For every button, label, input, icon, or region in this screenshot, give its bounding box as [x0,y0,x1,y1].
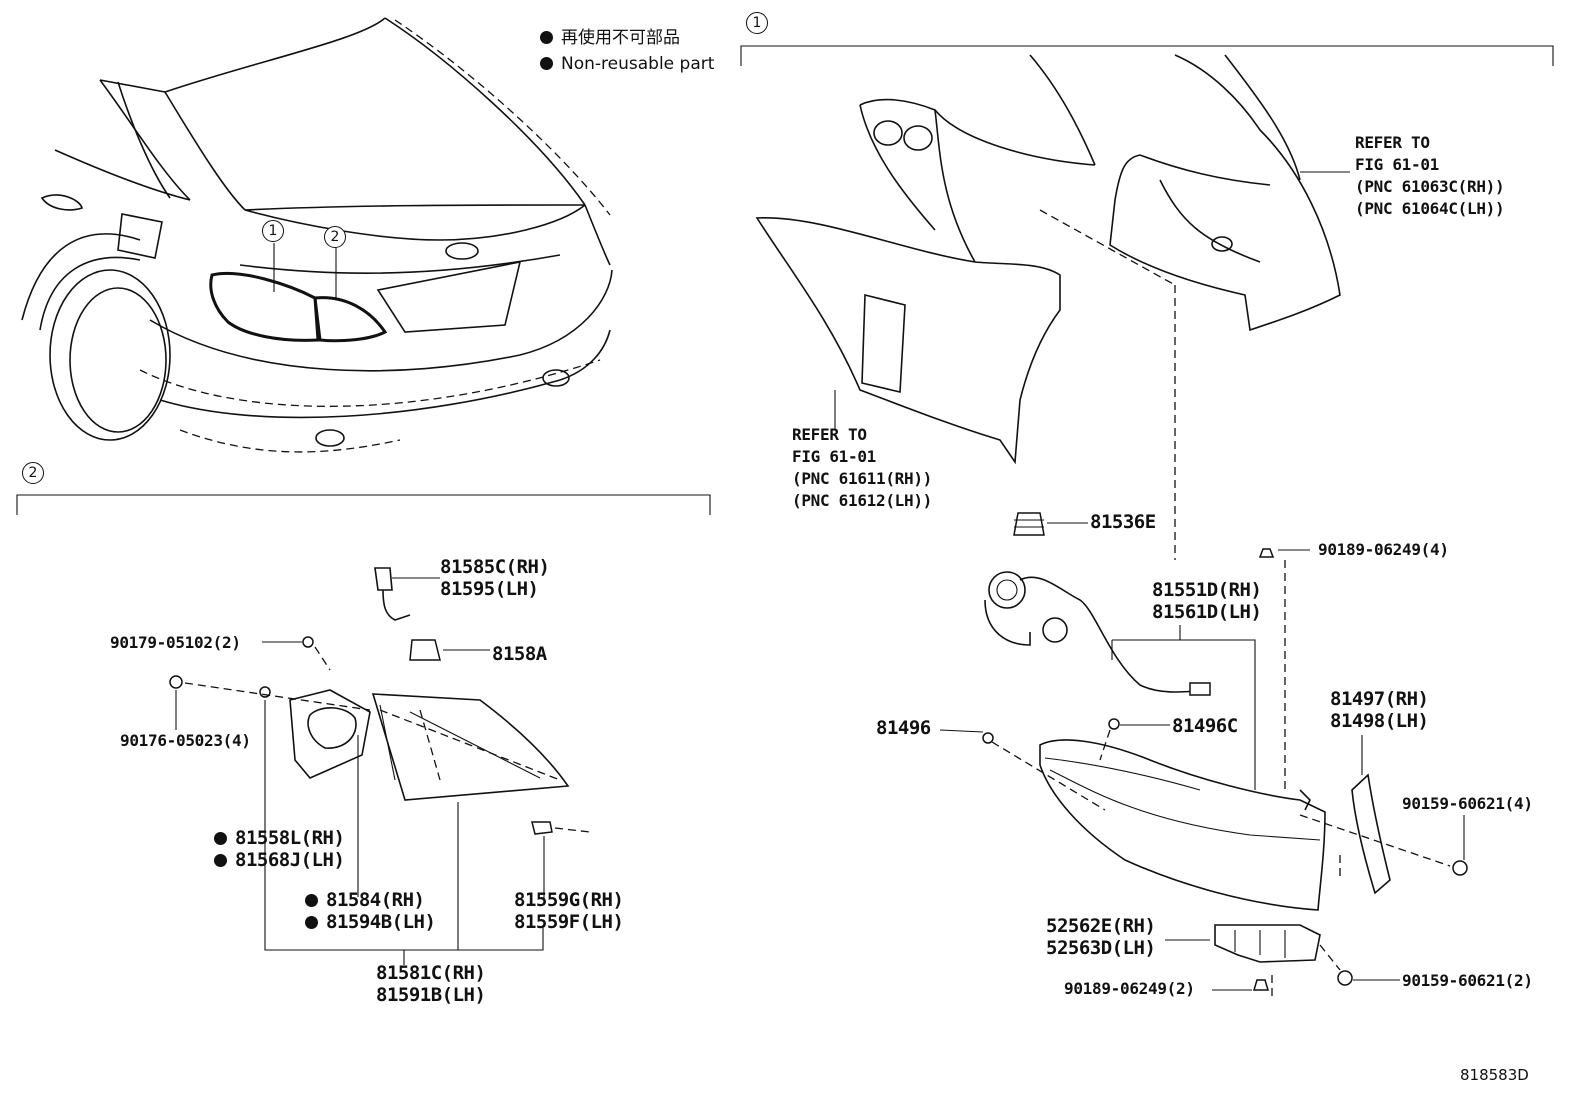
refer-b-line2: FIG 61-01 [792,447,876,466]
part-label-81536E: 81536E [1090,511,1156,533]
part-label-81585C: 81585C(RH) [440,556,550,578]
refer-a-line4: (PNC 61064C(LH)) [1355,199,1505,218]
refer-a-line2: FIG 61-01 [1355,155,1439,174]
part-label-81496C: 81496C [1172,715,1238,737]
part-label-81581C: 81581C(RH) [376,962,486,984]
part-label-52562E: 52562E(RH) [1046,915,1156,937]
part-label-81568J: 81568J(LH) [214,849,345,871]
non-reusable-dot-icon [540,31,553,44]
refer-b-line3: (PNC 61611(RH)) [792,469,932,488]
part-label-81496: 81496 [876,717,931,739]
non-reusable-dot-icon [305,894,318,907]
legend-jp-text: 再使用不可部品 [561,28,680,48]
legend-jp: 再使用不可部品 [540,28,680,48]
part-label-81561D: 81561D(LH) [1152,601,1262,623]
part-label-81584: 81584(RH) [305,889,425,911]
part-label-81591B: 81591B(LH) [376,984,486,1006]
section-1-marker: 1 [746,12,768,34]
rear-body-panels [755,54,1350,560]
part-label-81551D: 81551D(RH) [1152,579,1262,601]
part-label-52563D: 52563D(LH) [1046,937,1156,959]
non-reusable-dot-icon [214,854,227,867]
part-label-8158A: 8158A [492,643,547,665]
non-reusable-dot-icon [305,916,318,929]
part-label-81558L: 81558L(RH) [214,827,345,849]
part-label-81559F: 81559F(LH) [514,911,624,933]
non-reusable-dot-icon [540,57,553,70]
refer-b-line4: (PNC 61612(LH)) [792,491,932,510]
non-reusable-dot-icon [214,832,227,845]
part-label-90176-05023: 90176-05023(4) [120,731,251,750]
part-label-90159-60621-4: 90159-60621(4) [1402,794,1533,813]
refer-a-line1: REFER TO [1355,133,1430,152]
part-label-81594B: 81594B(LH) [305,911,436,933]
refer-b-line1: REFER TO [792,425,867,444]
part-label-90179-05102: 90179-05102(2) [110,633,241,652]
part-label-81584-text: 81584(RH) [326,889,425,911]
tail-lamp-assembly-rh [939,512,1468,1000]
inner-lamp-assembly [169,567,591,965]
section-2-marker: 2 [22,462,44,484]
part-label-90189-06249-4: 90189-06249(4) [1318,540,1449,559]
part-label-81498: 81498(LH) [1330,710,1429,732]
part-label-81497: 81497(RH) [1330,688,1429,710]
part-label-81568J-text: 81568J(LH) [235,849,345,871]
part-label-81558L-text: 81558L(RH) [235,827,345,849]
drawing-code: 818583D [1460,1066,1529,1084]
car-rear-illustration [21,17,613,453]
part-label-90189-06249-2: 90189-06249(2) [1064,979,1195,998]
legend-en-text: Non-reusable part [561,54,715,74]
legend-en: Non-reusable part [540,54,714,74]
part-label-81595: 81595(LH) [440,578,539,600]
part-label-90159-60621-2: 90159-60621(2) [1402,971,1533,990]
car-callout-1: 1 [262,220,284,242]
part-label-81594B-text: 81594B(LH) [326,911,436,933]
refer-a-line3: (PNC 61063C(RH)) [1355,177,1505,196]
part-label-81559G: 81559G(RH) [514,889,624,911]
car-callout-2: 2 [324,226,346,248]
